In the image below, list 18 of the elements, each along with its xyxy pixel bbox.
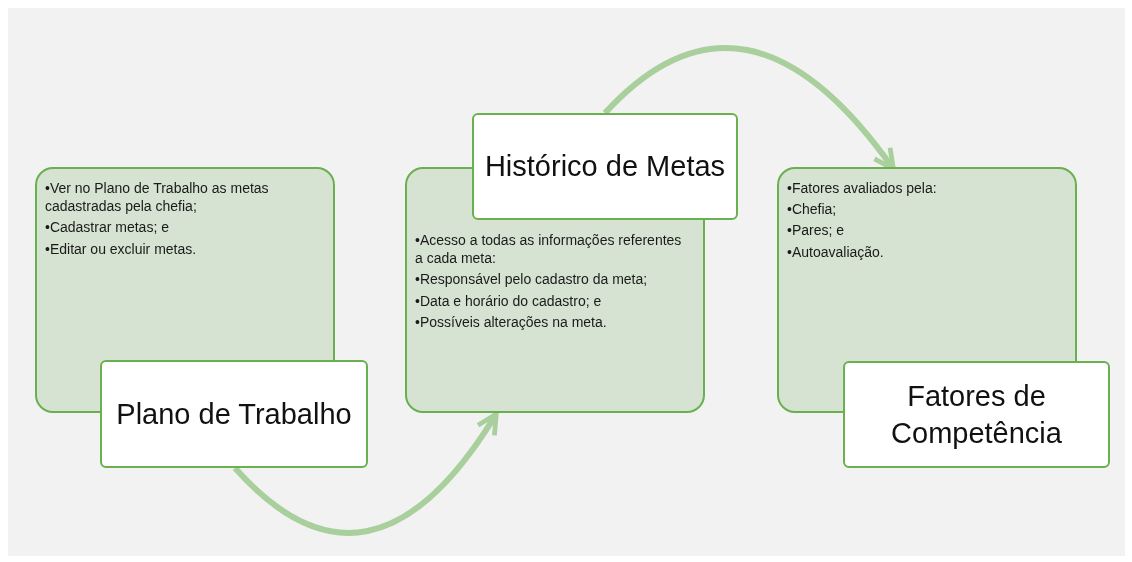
bullet-item: •Cadastrar metas; e bbox=[45, 218, 170, 237]
title-text: Histórico de Metas bbox=[484, 149, 726, 185]
curved-arrow bbox=[232, 411, 499, 536]
bullet-item: •Fatores avaliados pela: bbox=[787, 179, 938, 198]
title-box bbox=[843, 361, 1110, 468]
bullet-item: •Acesso a todas as informações referentes a cada meta: bbox=[415, 231, 683, 268]
bullet-item: •Possíveis alterações na meta. bbox=[415, 312, 608, 331]
bullet-item: •Autoavaliação. bbox=[787, 242, 885, 261]
title-text: Fatores de Competência bbox=[890, 379, 1063, 451]
title-text: Plano de Trabalho bbox=[116, 396, 352, 432]
bullet-item: •Data e horário do cadastro; e bbox=[415, 291, 603, 310]
title-box bbox=[100, 360, 368, 468]
bullet-item: •Ver no Plano de Trabalho as metas cadastradas pela chefia; bbox=[45, 179, 270, 216]
bullet-item: •Chefia; bbox=[787, 200, 838, 219]
bullet-item: •Editar ou excluir metas. bbox=[45, 239, 198, 258]
title-box bbox=[472, 113, 738, 220]
bullet-item: •Responsável pelo cadastro da meta; bbox=[415, 270, 649, 289]
bullet-item: •Pares; e bbox=[787, 221, 846, 240]
